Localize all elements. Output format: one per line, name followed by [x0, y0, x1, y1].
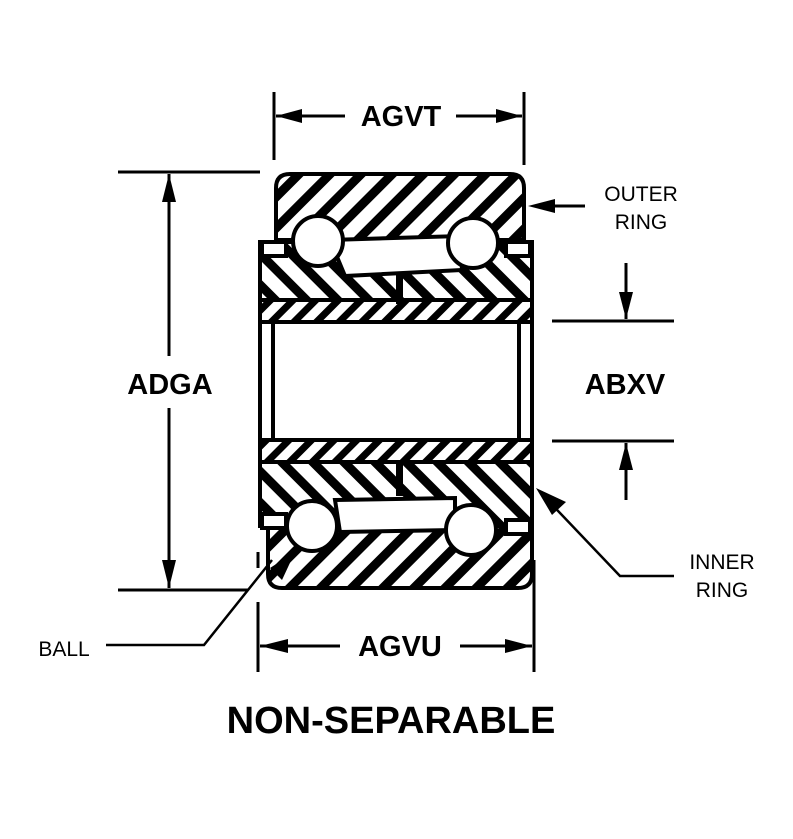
arrow-down-icon	[162, 560, 176, 588]
dimension-label-agvu: AGVU	[358, 631, 442, 663]
callout-label-outer-line2: RING	[615, 211, 668, 234]
dimension-label-adga: ADGA	[127, 369, 212, 401]
bearing-cross-section	[258, 172, 534, 590]
ball-top-right	[446, 216, 500, 270]
ball-bottom-left	[285, 499, 339, 553]
arrow-up-icon	[619, 443, 633, 470]
callout-label-inner-line2: RING	[696, 579, 749, 602]
arrow-right-icon	[496, 109, 522, 123]
dimension-label-abxv: ABXV	[585, 369, 666, 401]
callout-inner-ring: INNER RING	[536, 488, 755, 602]
arrow-down-icon	[619, 292, 633, 319]
bore	[258, 320, 534, 442]
dimension-agvu: AGVU	[256, 552, 536, 672]
dimension-adga: ADGA	[118, 170, 260, 592]
arrow-icon	[536, 488, 566, 515]
arrow-icon	[270, 552, 295, 580]
arrow-right-icon	[505, 639, 532, 653]
callout-label-outer-line1: OUTER	[604, 183, 678, 206]
arrow-left-icon	[260, 639, 288, 653]
callout-outer-ring: OUTER RING	[528, 183, 678, 234]
cage-top	[327, 233, 465, 279]
cage-bottom	[332, 495, 457, 535]
bore-sleeve-bottom	[258, 438, 534, 464]
dimension-agvt: AGVT	[272, 92, 526, 165]
callout-label-inner-line1: INNER	[689, 551, 754, 574]
dimension-abxv: ABXV	[552, 263, 674, 500]
callout-ball: BALL	[38, 552, 295, 661]
ball-bottom-right	[444, 503, 498, 557]
arrow-left-icon	[276, 109, 302, 123]
dimension-label-agvt: AGVT	[361, 101, 442, 133]
callout-label-ball: BALL	[38, 638, 89, 661]
diagram-title: NON-SEPARABLE	[227, 700, 556, 742]
ball-top-left	[291, 214, 345, 268]
arrow-up-icon	[162, 174, 176, 202]
arrow-left-icon	[528, 199, 555, 213]
